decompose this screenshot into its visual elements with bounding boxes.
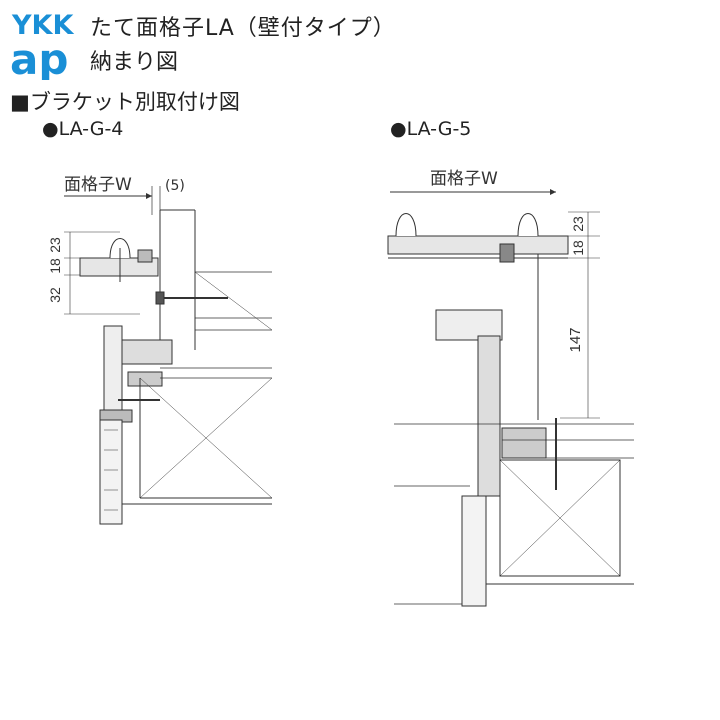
variant-label-la-g-4: ●LA-G-4 — [42, 118, 124, 140]
dimension-23-la-g-5: 23 — [570, 216, 586, 232]
drawing-la-g-4: 面格子W (5) — [64, 175, 273, 525]
dimension-18-la-g-4: 18 — [47, 258, 63, 274]
width-label-la-g-5: 面格子W — [430, 169, 498, 189]
variant-label-la-g-5: ●LA-G-5 — [390, 118, 472, 140]
ykk-ap-logo: YKK ap — [10, 10, 74, 80]
page-title: たて面格子LA（壁付タイプ） — [90, 16, 396, 41]
logo-text-ap: ap — [10, 35, 68, 80]
dimension-23-la-g-4: 23 — [47, 237, 63, 253]
dimension-147-la-g-5: 147 — [567, 327, 584, 352]
gap-label-la-g-4: (5) — [165, 178, 185, 194]
width-label-la-g-4: 面格子W — [64, 175, 132, 195]
logo-text-ykk: YKK — [11, 10, 74, 41]
page-subtitle: 納まり図 — [90, 50, 179, 75]
dimension-18-la-g-5: 18 — [570, 240, 586, 256]
drawing-la-g-5: 面格子W — [387, 169, 634, 607]
dimension-32-la-g-4: 32 — [47, 287, 63, 303]
section-heading: ■ブラケット別取付け図 — [10, 90, 240, 114]
